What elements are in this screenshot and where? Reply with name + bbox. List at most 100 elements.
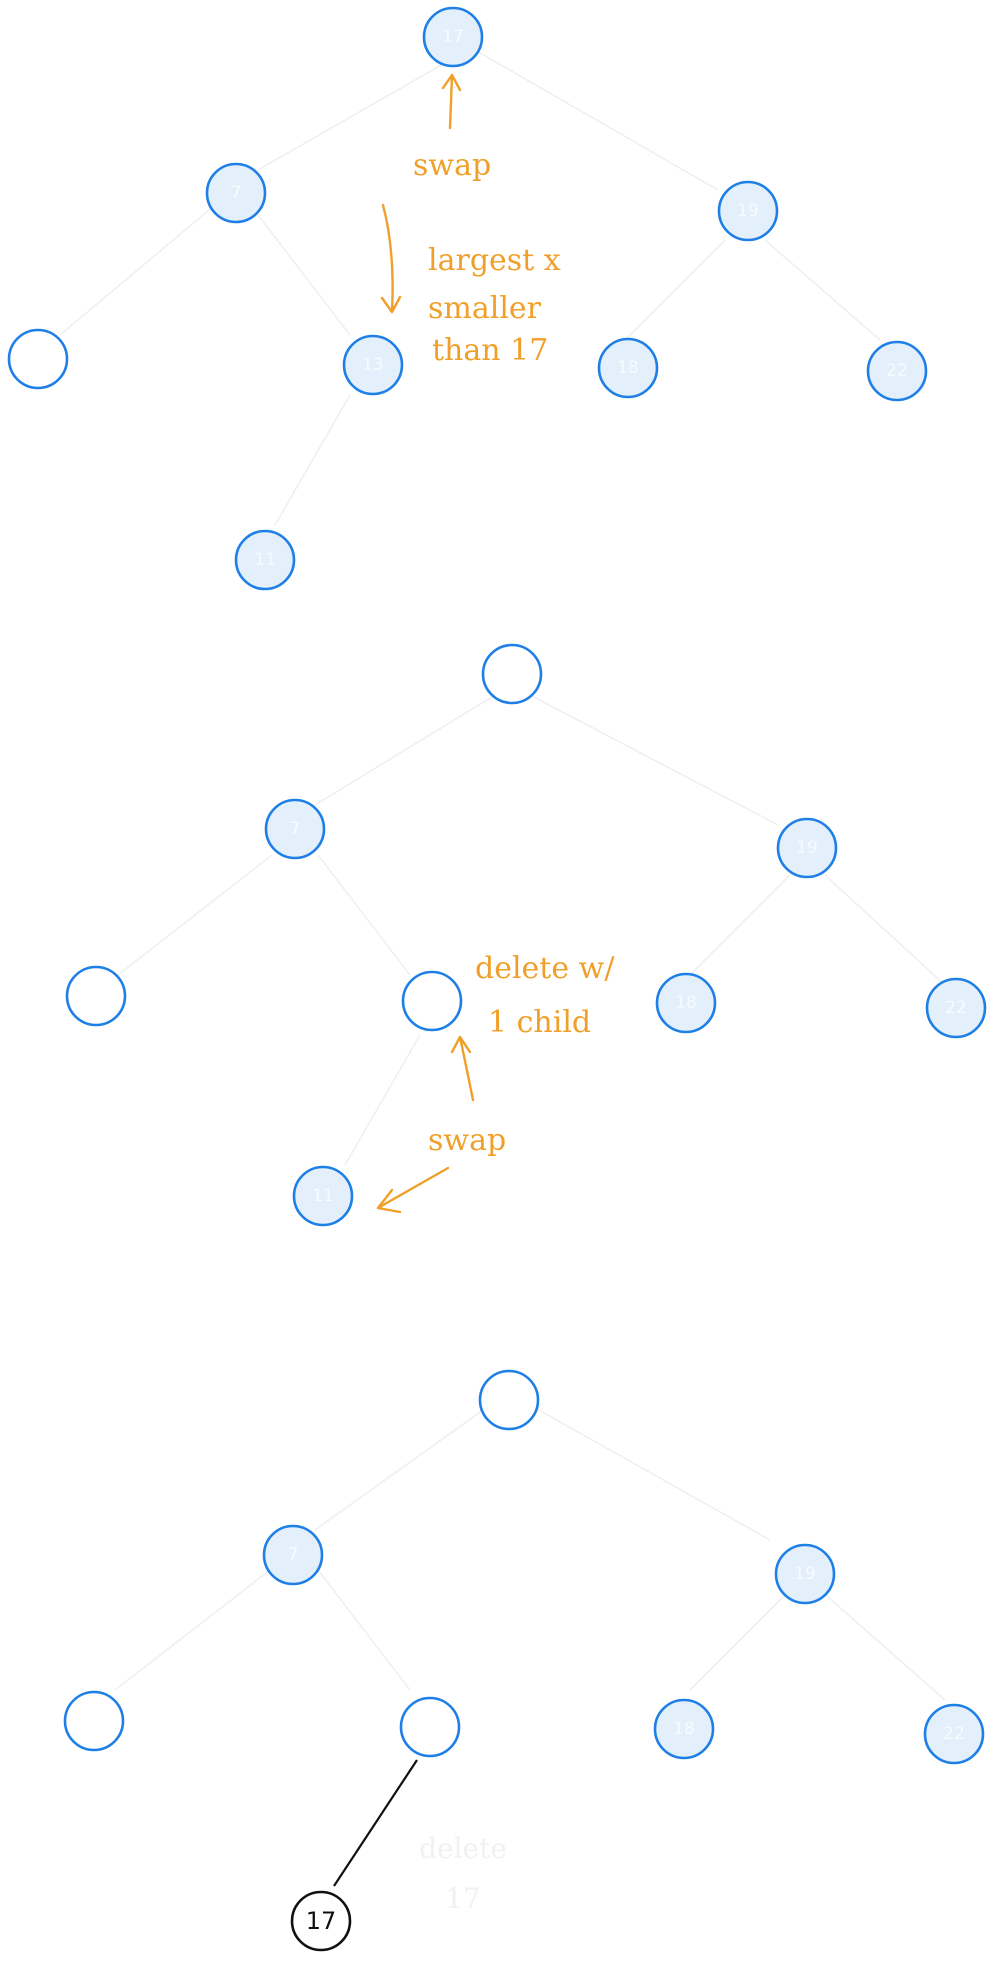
node-circle	[234, 529, 296, 591]
annotation-swap-top: swap	[413, 148, 491, 183]
node-label: 13	[362, 355, 384, 375]
tree-node: 18	[597, 337, 659, 399]
edge	[474, 49, 719, 191]
annotation-faint-line2: 17	[445, 1882, 481, 1915]
edge	[764, 239, 881, 341]
edge	[819, 1589, 946, 1701]
edge	[59, 204, 216, 336]
node-label: 22	[943, 1724, 965, 1744]
edge	[317, 1569, 411, 1691]
tree-2-edges	[117, 694, 946, 1166]
annotation-largest-line3: than 17	[432, 333, 548, 368]
edge	[314, 1404, 491, 1531]
node-circle	[866, 340, 928, 402]
node-circle	[342, 334, 404, 396]
node-circle	[776, 817, 838, 879]
node-circle	[653, 1698, 715, 1760]
tree-node-17: 17	[290, 1890, 352, 1952]
tree-3: 7 19 18 22 17	[63, 1369, 985, 1952]
node-label: 7	[288, 1545, 299, 1565]
tree-node	[7, 328, 69, 390]
edge	[689, 874, 791, 976]
node-label: 18	[675, 993, 697, 1013]
edge	[257, 214, 351, 336]
annotation-largest-line1: largest x	[428, 243, 561, 278]
node-circle	[262, 1524, 324, 1586]
arrow-up-icon	[450, 1035, 475, 1102]
tree-node: 19	[776, 817, 838, 879]
node-circle	[7, 328, 69, 390]
node-circle	[65, 965, 127, 1027]
annotations: swap largest x smaller than 17 delete w/…	[376, 73, 615, 1915]
tree-node	[399, 1696, 461, 1758]
edge	[257, 59, 451, 171]
tree-2: 7 19 18 22 11	[65, 643, 987, 1227]
node-circle	[422, 6, 484, 68]
node-label: 22	[945, 998, 967, 1018]
node-label: 11	[254, 550, 276, 570]
tree-node	[401, 970, 463, 1032]
tree-node	[65, 965, 127, 1027]
annotation-swap-mid: swap	[428, 1123, 506, 1158]
edge	[117, 854, 273, 976]
node-label: 19	[737, 201, 759, 221]
node-circle	[401, 970, 463, 1032]
edge	[344, 1034, 421, 1166]
node-circle	[205, 162, 267, 224]
tree-node: 17	[422, 6, 484, 68]
node-label: 17	[442, 27, 464, 47]
annotation-delete-line2: 1 child	[488, 1005, 591, 1040]
node-circle	[655, 972, 717, 1034]
arrow-down-icon	[380, 203, 402, 314]
node-circle	[478, 1369, 540, 1431]
node-circle	[717, 180, 779, 242]
node-label: 18	[673, 1719, 695, 1739]
tree-node: 22	[925, 977, 987, 1039]
arrow-up-icon	[441, 73, 462, 130]
node-circle	[923, 1703, 985, 1765]
node-circle	[925, 977, 987, 1039]
node-label: 17	[306, 1907, 337, 1935]
node-circle	[774, 1543, 836, 1605]
tree-1: 17 7 19 13 18 22 11	[7, 6, 928, 591]
node-label: 22	[886, 361, 908, 381]
tree-node: 19	[717, 180, 779, 242]
node-label: 7	[290, 819, 301, 839]
tree-node: 22	[866, 340, 928, 402]
edge	[114, 1569, 271, 1691]
tree-node	[63, 1690, 125, 1752]
node-label: 7	[231, 183, 242, 203]
node-label: 19	[794, 1564, 816, 1584]
tree-node: 19	[774, 1543, 836, 1605]
tree-node: 13	[342, 334, 404, 396]
tree-node: 11	[292, 1165, 354, 1227]
tree-node: 7	[262, 1524, 324, 1586]
node-circle	[597, 337, 659, 399]
edge	[317, 854, 411, 976]
edge	[624, 239, 726, 341]
tree-1-edges	[59, 49, 881, 526]
node-label: 19	[796, 838, 818, 858]
node-circle	[290, 1890, 352, 1952]
tree-node	[478, 1369, 540, 1431]
tree-node: 18	[653, 1698, 715, 1760]
edge	[274, 394, 351, 526]
node-label: 11	[312, 1186, 334, 1206]
tree-node: 22	[923, 1703, 985, 1765]
node-label: 18	[617, 358, 639, 378]
edge-to-17	[333, 1759, 418, 1887]
annotation-delete-line1: delete w/	[475, 951, 615, 986]
tree-3-edges	[114, 1404, 946, 1887]
tree-node: 7	[205, 162, 267, 224]
tree-node	[481, 643, 543, 705]
tree-node: 18	[655, 972, 717, 1034]
node-circle	[264, 798, 326, 860]
tree-node: 7	[264, 798, 326, 860]
edge	[314, 694, 496, 806]
node-circle	[481, 643, 543, 705]
edge	[529, 1404, 771, 1541]
arrow-left-icon	[376, 1166, 450, 1214]
annotation-largest-line2: smaller	[428, 291, 542, 326]
edge	[824, 874, 946, 986]
